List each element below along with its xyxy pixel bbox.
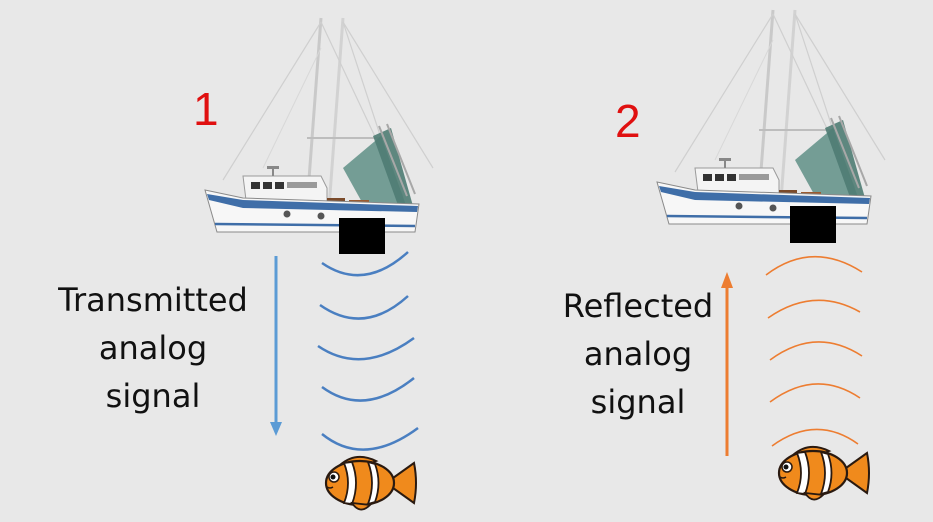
- caption-line: analog: [98, 329, 208, 367]
- step-number-2: 2: [615, 95, 641, 147]
- transmitted-arrow: [270, 256, 282, 436]
- clownfish-icon: [777, 445, 871, 501]
- clownfish-icon: [324, 455, 418, 511]
- sonar-transducer-icon: [339, 218, 385, 254]
- step-number-1: 1: [193, 83, 219, 135]
- caption-line: signal: [590, 383, 686, 421]
- reflected-wave-group: [765, 255, 863, 447]
- caption-line: signal: [105, 377, 201, 415]
- transmitted-wave-group: [317, 251, 419, 451]
- reflected-wave: [769, 383, 861, 403]
- reflected-arrow: [721, 272, 733, 456]
- reflected-caption: Reflected analog signal: [552, 282, 724, 426]
- reflected-wave: [771, 428, 859, 447]
- transmitted-wave: [319, 295, 409, 320]
- caption-line: Transmitted: [58, 281, 248, 319]
- caption-line: analog: [583, 335, 693, 373]
- transmitted-wave: [321, 426, 419, 451]
- transmitted-caption: Transmitted analog signal: [46, 276, 260, 420]
- transmitted-wave: [317, 336, 415, 361]
- boat-icon: [655, 8, 887, 226]
- reflected-wave: [765, 255, 863, 276]
- boat-icon: [203, 16, 435, 234]
- transmitted-wave: [321, 377, 415, 402]
- sonar-transducer-icon: [790, 206, 836, 243]
- reflected-wave: [769, 341, 863, 361]
- reflected-wave: [767, 299, 861, 319]
- caption-line: Reflected: [562, 287, 714, 325]
- transmitted-wave: [321, 251, 409, 277]
